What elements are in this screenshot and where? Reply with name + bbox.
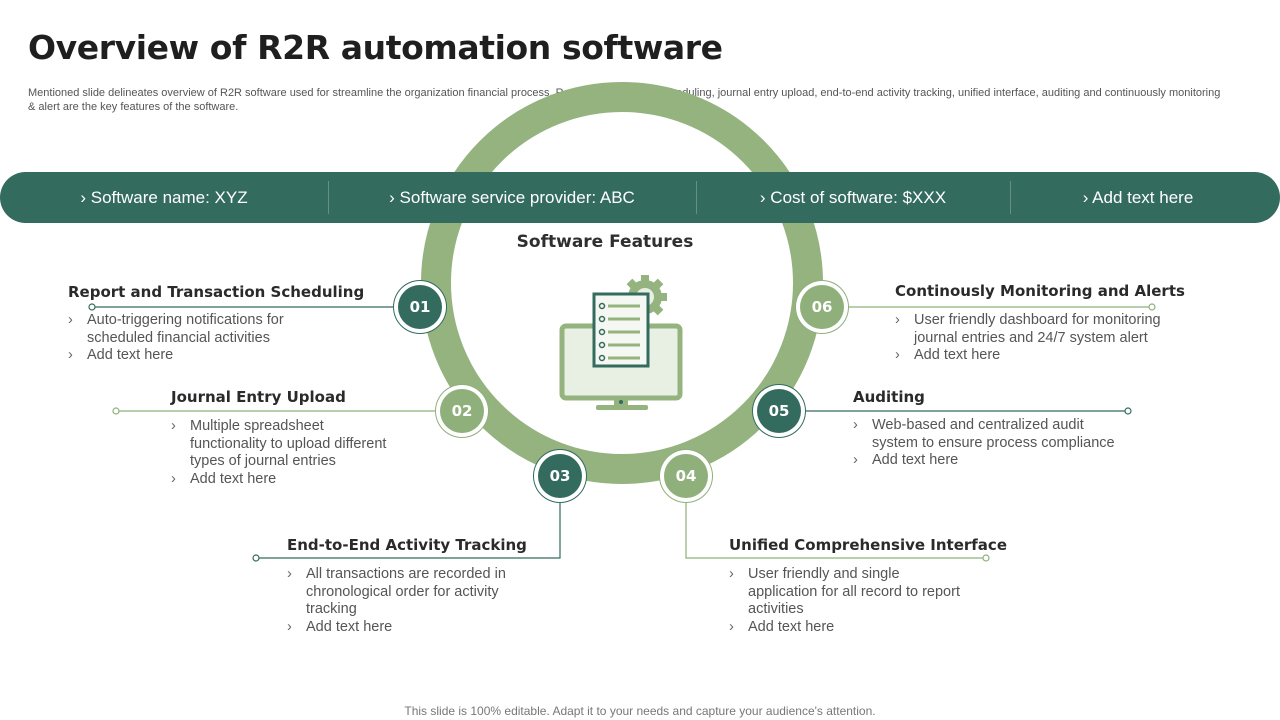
feature-bullet: Add text here <box>853 452 1128 470</box>
feature-04: Unified Comprehensive Interface User fri… <box>729 536 1029 636</box>
info-software-name: › Software name: XYZ <box>80 188 248 207</box>
footer-note: This slide is 100% editable. Adapt it to… <box>404 704 876 718</box>
feature-bullets: User friendly dashboard for monitoring j… <box>895 312 1170 365</box>
document-monitor-gear-icon <box>559 275 683 410</box>
info-divider <box>328 181 329 214</box>
feature-bullet: Add text here <box>895 347 1170 365</box>
feature-bullets: Auto-triggering notifications for schedu… <box>68 312 318 365</box>
feature-title: Unified Comprehensive Interface <box>729 536 1007 554</box>
feature-bullet: User friendly and single application for… <box>729 566 969 619</box>
badge-01: 01 <box>398 285 442 329</box>
badge-05: 05 <box>757 389 801 433</box>
feature-bullets: Web-based and centralized audit system t… <box>853 417 1128 470</box>
feature-title: Continously Monitoring and Alerts <box>895 282 1185 300</box>
feature-bullet: Add text here <box>171 471 401 489</box>
connector-lines <box>92 306 1152 559</box>
feature-03: End-to-End Activity Tracking All transac… <box>287 536 547 636</box>
info-band <box>0 172 1280 223</box>
feature-01: Report and Transaction Scheduling Auto-t… <box>68 283 388 365</box>
feature-bullet: Multiple spreadsheet functionality to up… <box>171 418 401 471</box>
feature-ring <box>421 82 823 484</box>
feature-05: Auditing Web-based and centralized audit… <box>853 388 1153 470</box>
feature-title: Auditing <box>853 388 925 406</box>
feature-bullets: Multiple spreadsheet functionality to up… <box>171 418 401 488</box>
feature-bullet: Add text here <box>68 347 318 365</box>
info-divider <box>1010 181 1011 214</box>
info-cost: › Cost of software: $XXX <box>759 188 947 207</box>
feature-bullet: Auto-triggering notifications for schedu… <box>68 312 318 347</box>
feature-bullet: Add text here <box>287 619 509 637</box>
badge-02: 02 <box>440 389 484 433</box>
feature-bullets: All transactions are recorded in chronol… <box>287 566 509 636</box>
feature-02: Journal Entry Upload Multiple spreadshee… <box>171 388 431 488</box>
feature-bullet: All transactions are recorded in chronol… <box>287 566 509 619</box>
feature-bullet: Add text here <box>729 619 969 637</box>
feature-title: Report and Transaction Scheduling <box>68 283 365 301</box>
page-title: Overview of R2R automation software <box>28 28 723 67</box>
connector-dots <box>88 303 1156 562</box>
connector-03 <box>256 498 561 559</box>
feature-bullet: Web-based and centralized audit system t… <box>853 417 1128 452</box>
connector-04 <box>685 498 986 559</box>
badge-04: 04 <box>664 454 708 498</box>
feature-title: End-to-End Activity Tracking <box>287 536 527 554</box>
badge-06: 06 <box>800 285 844 329</box>
feature-bullet: User friendly dashboard for monitoring j… <box>895 312 1170 347</box>
info-service-provider: › Software service provider: ABC <box>389 188 635 207</box>
badge-03: 03 <box>538 454 582 498</box>
feature-bullets: User friendly and single application for… <box>729 566 969 636</box>
center-title: Software Features <box>516 232 694 252</box>
feature-06: Continously Monitoring and Alerts User f… <box>895 282 1225 365</box>
feature-title: Journal Entry Upload <box>171 388 346 406</box>
info-add-text: › Add text here <box>1082 188 1194 207</box>
info-divider <box>696 181 697 214</box>
